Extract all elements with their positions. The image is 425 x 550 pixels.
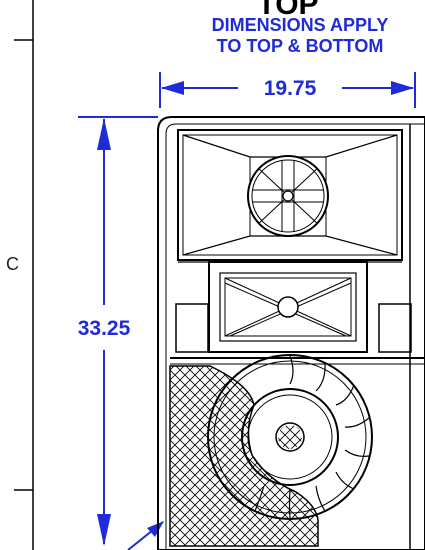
width-dimension — [159, 72, 416, 108]
note-line-2: TO TOP & BOTTOM — [217, 36, 384, 56]
height-dimension-label: 33.25 — [78, 317, 131, 340]
note-line-1: DIMENSIONS APPLY — [212, 15, 389, 35]
sheet-border — [14, 0, 34, 550]
grille-cutaway — [169, 365, 319, 547]
cabinet-outline — [157, 116, 425, 550]
mid-panel — [175, 261, 412, 353]
horn-driver — [247, 155, 329, 237]
zone-marker: C — [6, 254, 19, 274]
view-title: TOP — [257, 0, 318, 21]
width-dimension-label: 19.75 — [264, 77, 317, 100]
